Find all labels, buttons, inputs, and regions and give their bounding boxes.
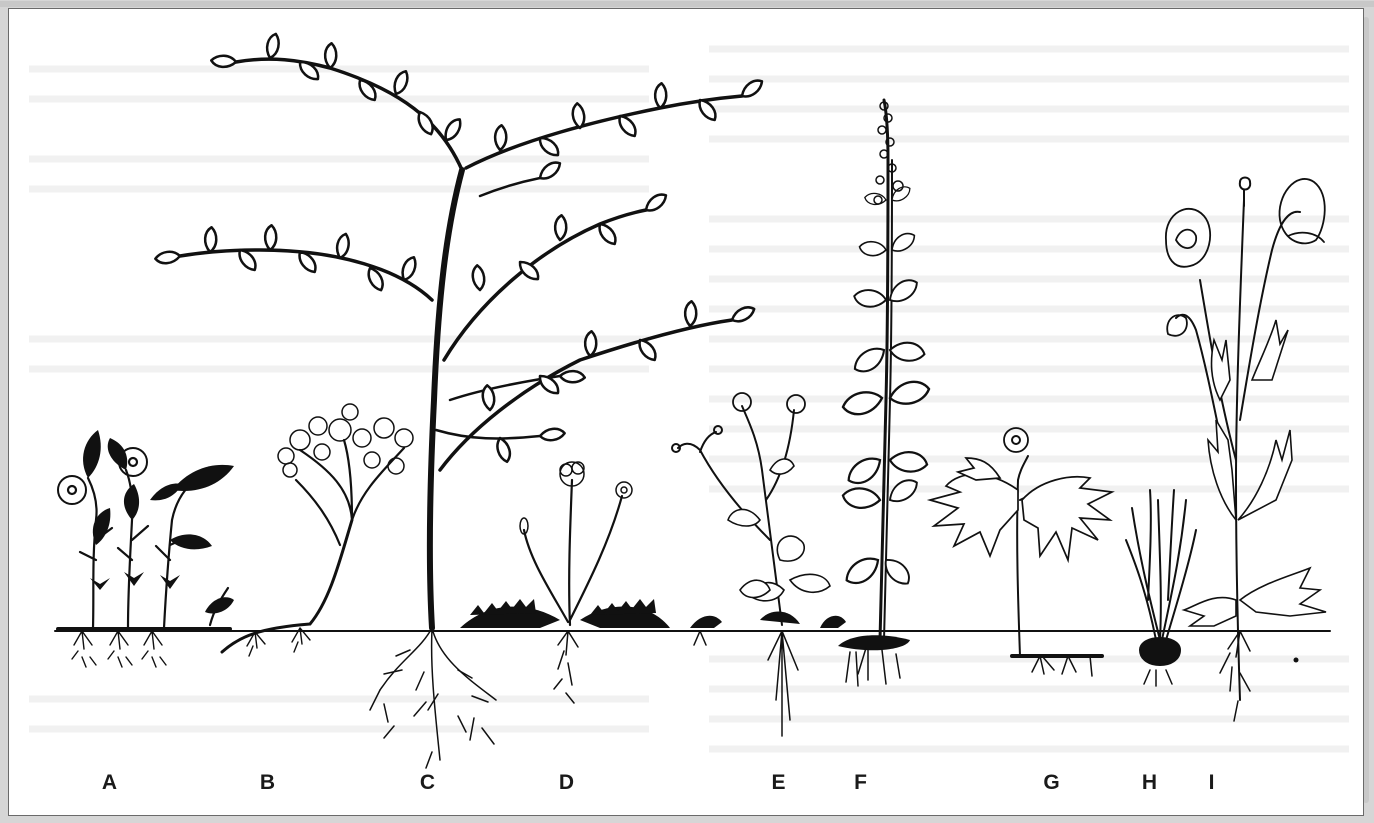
plant-h-illustration — [1126, 490, 1196, 686]
label-g: G — [1032, 771, 1072, 795]
label-i: I — [1192, 771, 1232, 795]
label-b: B — [248, 771, 288, 795]
label-a: A — [90, 771, 130, 795]
plant-f-illustration — [838, 100, 929, 686]
plant-g-illustration — [930, 428, 1112, 676]
label-f: F — [841, 771, 881, 795]
plant-b-illustration — [222, 404, 413, 656]
label-c: C — [408, 771, 448, 795]
plant-i-illustration — [1166, 178, 1326, 722]
label-d: D — [547, 771, 587, 795]
label-h: H — [1130, 771, 1170, 795]
plant-c-illustration — [155, 32, 765, 768]
plant-e-illustration — [672, 393, 846, 736]
plant-d-illustration — [460, 462, 670, 703]
label-e: E — [759, 771, 799, 795]
